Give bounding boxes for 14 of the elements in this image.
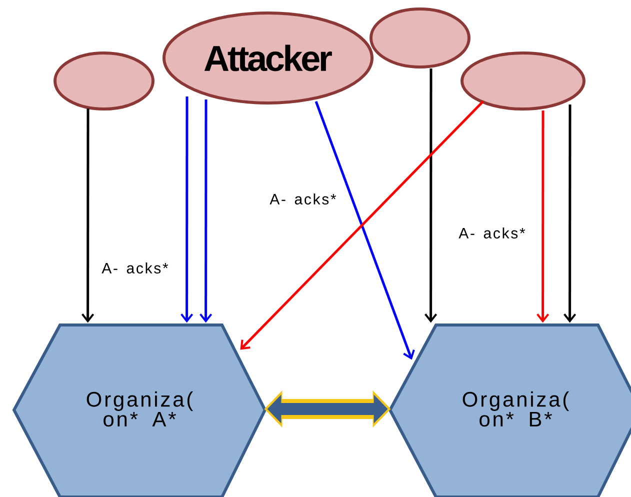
- ellipse: [460, 52, 586, 110]
- arrow: [536, 110, 550, 323]
- attack-label: A- acks*: [270, 193, 336, 204]
- attack-label: A- acks*: [458, 227, 526, 238]
- arrow: [180, 96, 194, 323]
- attack-label: A- acks*: [102, 262, 168, 274]
- arrow: [424, 68, 438, 323]
- ellipse: [370, 8, 470, 68]
- arrow: [564, 104, 576, 323]
- arrow: [314, 101, 415, 360]
- arrow: [82, 108, 94, 323]
- arrow: [200, 100, 212, 323]
- arrow: [240, 100, 484, 350]
- ellipse: [54, 52, 154, 110]
